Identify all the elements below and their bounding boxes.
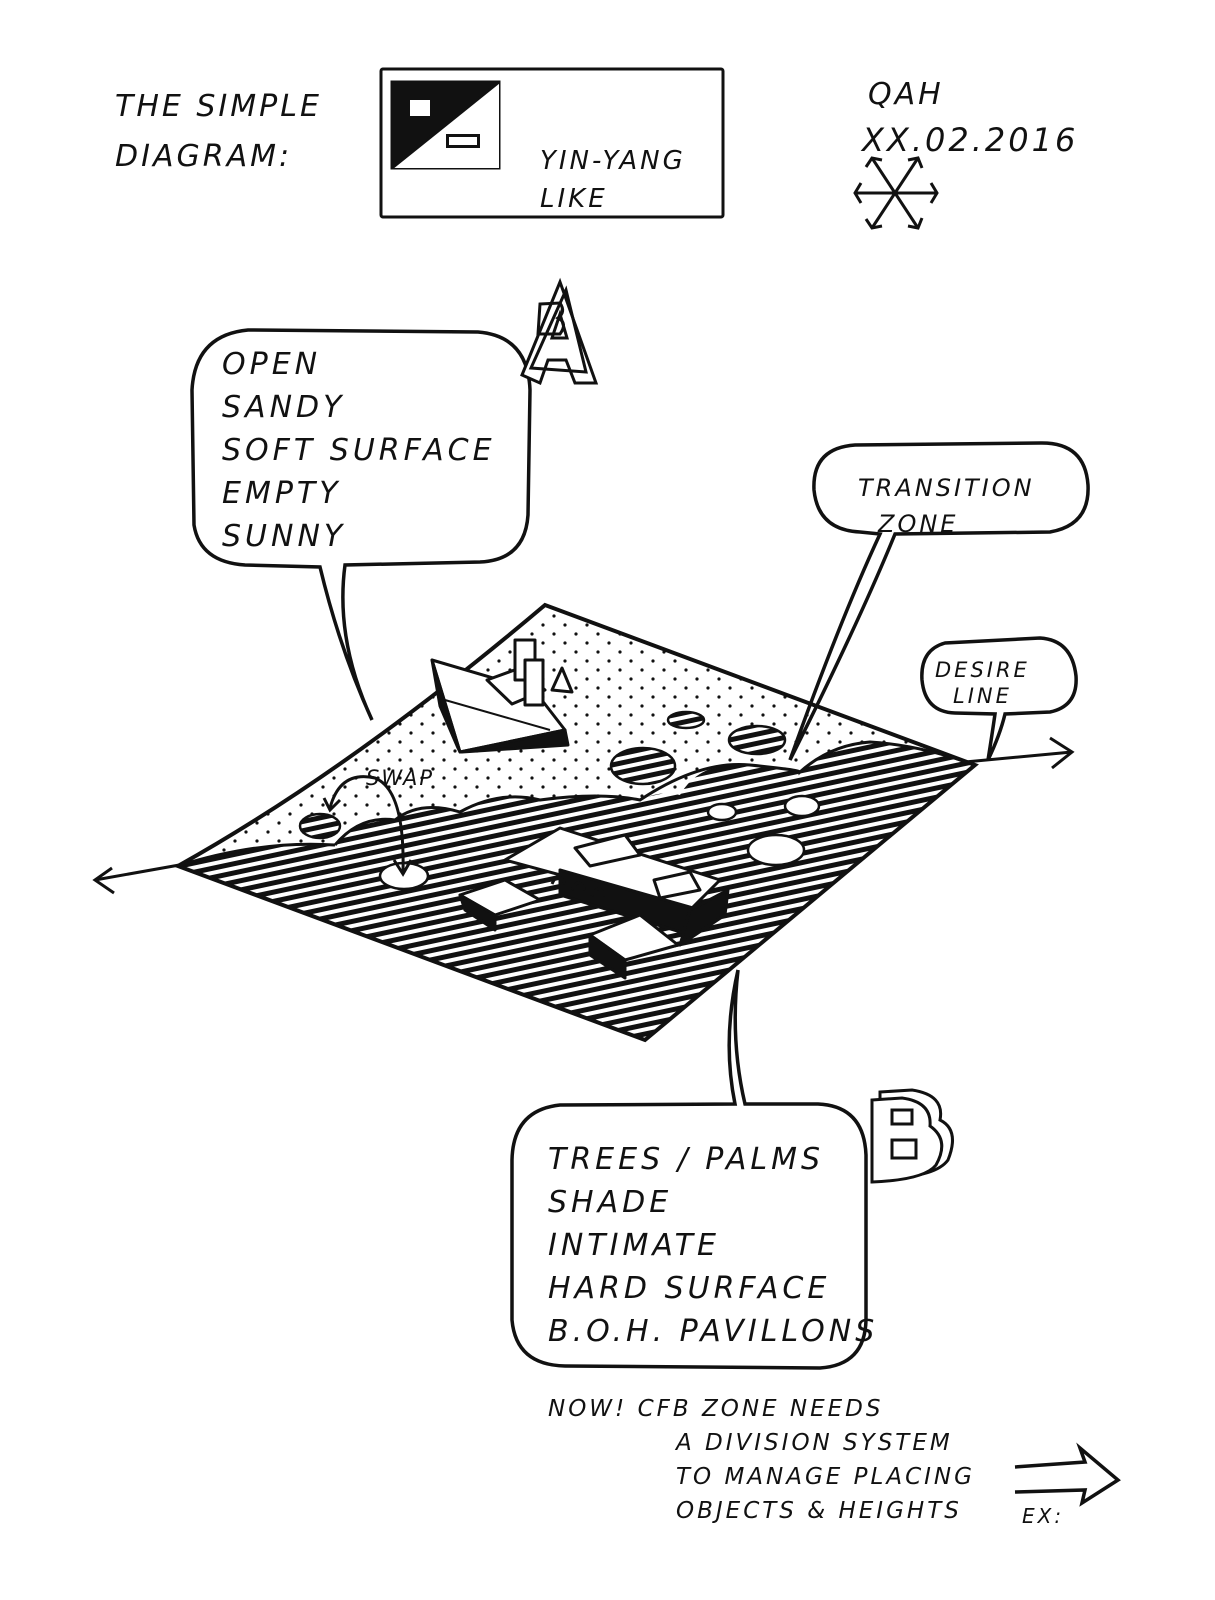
yin-yang-box	[379, 67, 725, 219]
building-b	[458, 826, 730, 980]
bubble-a-list: OPEN SANDY SOFT SURFACE EMPTY SUNNY	[222, 343, 496, 558]
snowflake-icon	[853, 156, 939, 230]
note-line: A DIVISION SYSTEM	[676, 1430, 953, 1456]
bubble-b-item: TREES / PALMS	[548, 1142, 825, 1177]
marker-a-icon	[520, 277, 599, 386]
yin-yang-icon	[390, 80, 501, 170]
desire-line-axis	[92, 736, 1075, 895]
bubble-a-item: SOFT SURFACE	[222, 433, 496, 468]
title-line-2: DIAGRAM:	[115, 139, 293, 174]
author-label: QAH	[868, 77, 944, 112]
bubble-b-item: B.O.H. PAVILLONS	[548, 1314, 879, 1349]
note-line: NOW! CFB ZONE NEEDS	[548, 1396, 884, 1422]
title-line-1: THE SIMPLE	[115, 89, 322, 124]
building-a	[430, 638, 574, 754]
bubble-a-shape	[190, 328, 532, 721]
yin-yang-label: YIN-YANG LIKE	[540, 142, 686, 218]
marker-b-icon	[870, 1088, 954, 1184]
desire-line-label: DESIRE LINE	[935, 657, 1030, 709]
arrow-right-icon	[1014, 1442, 1121, 1507]
swap-arrow-icon	[322, 775, 413, 877]
transition-line-2: ZONE	[878, 510, 959, 538]
note-line: TO MANAGE PLACING	[676, 1464, 975, 1490]
sandy-tree-discs	[298, 710, 787, 840]
bubble-b-item: INTIMATE	[548, 1228, 720, 1263]
bubble-a-item: OPEN	[222, 347, 322, 382]
desire-line-2: LINE	[953, 684, 1012, 708]
hard-surface-discs	[378, 794, 821, 891]
bubble-a-item: EMPTY	[222, 476, 342, 511]
bubble-b-shape	[510, 969, 868, 1370]
desire-line-1: DESIRE	[935, 658, 1030, 682]
box-label-line-1: YIN-YANG	[540, 146, 686, 176]
bubble-b-item: SHADE	[548, 1185, 673, 1220]
box-label-line-2: LIKE	[540, 184, 608, 214]
transition-label: TRANSITION ZONE	[858, 470, 1035, 542]
bubble-a-item: SUNNY	[222, 519, 347, 554]
bottom-note: NOW! CFB ZONE NEEDS A DIVISION SYSTEM TO…	[548, 1392, 975, 1528]
ex-label: EX:	[1022, 1504, 1065, 1528]
transition-line-1: TRANSITION	[858, 474, 1035, 502]
note-line: OBJECTS & HEIGHTS	[676, 1498, 962, 1524]
ground-plane	[173, 602, 979, 1043]
date-label: XX.02.2016	[862, 121, 1079, 159]
diagram-title: THE SIMPLE DIAGRAM:	[115, 82, 322, 182]
bubble-a-item: SANDY	[222, 390, 346, 425]
bubble-b-item: HARD SURFACE	[548, 1271, 831, 1306]
swap-label: SWAP	[366, 766, 435, 790]
bubble-b-list: TREES / PALMS SHADE INTIMATE HARD SURFAC…	[548, 1138, 878, 1353]
